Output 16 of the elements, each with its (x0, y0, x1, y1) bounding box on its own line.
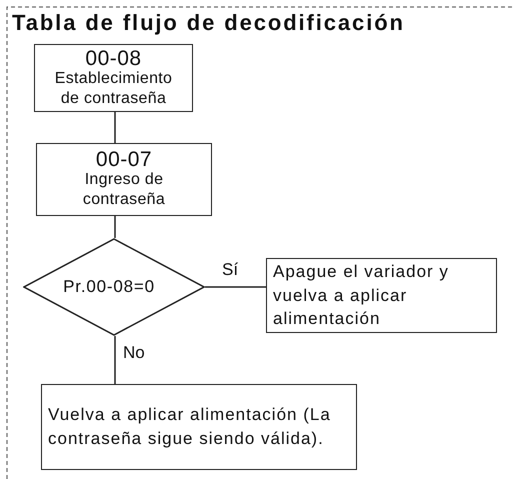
parameter-code: 00-08 (85, 48, 142, 68)
step-text: Establecimiento de contraseña (54, 68, 174, 108)
connector-line (114, 112, 116, 143)
process-box (266, 258, 497, 333)
step-text: Vuelva a aplicar alimentación (La contraseña sigue siendo válida). (48, 404, 332, 450)
diagram-title: Tabla de flujo de decodificación (12, 10, 405, 36)
parameter-code: 00-07 (96, 149, 152, 170)
process-box (34, 44, 193, 112)
connector-line (114, 336, 116, 384)
step-text: Ingreso de contraseña (82, 170, 166, 210)
connector-line (114, 216, 116, 238)
process-box (36, 143, 212, 216)
process-box (41, 384, 357, 470)
step-text: Apague el variador y vuelva a aplicar alimentación (273, 260, 450, 330)
connector-line (205, 286, 266, 288)
decision-condition: Pr.00-08=0 (63, 277, 155, 297)
